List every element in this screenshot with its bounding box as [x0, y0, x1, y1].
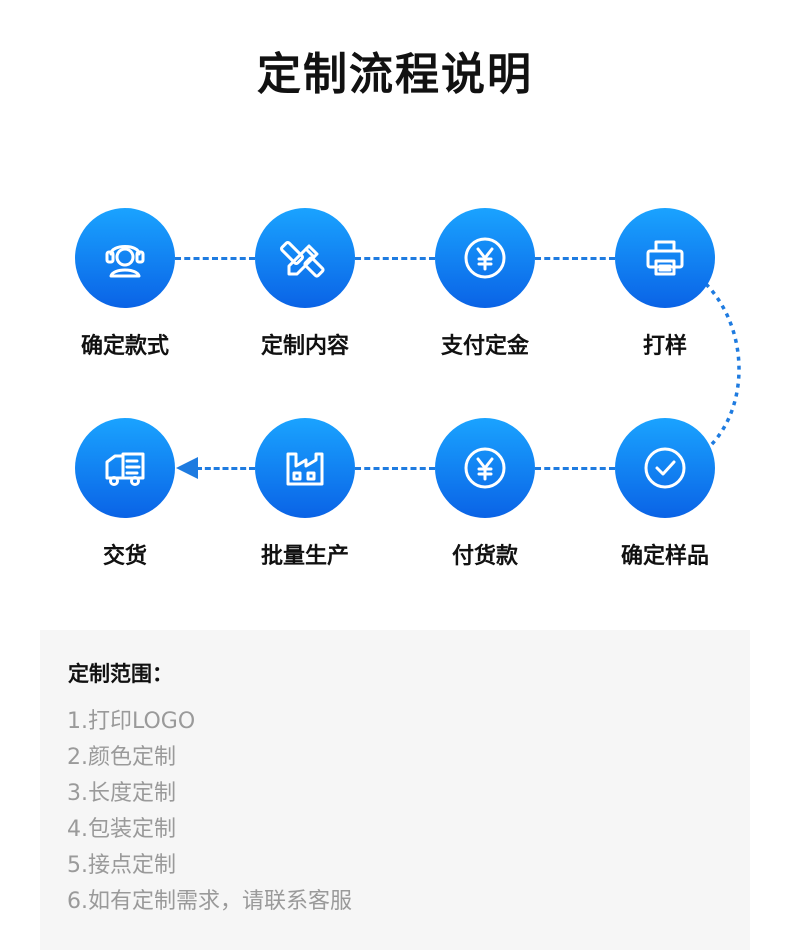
connector-3-4 — [535, 257, 615, 260]
step-8-circle — [75, 418, 175, 518]
step-7-label: 批量生产 — [260, 544, 349, 569]
scope-item: 5.接点定制 — [67, 853, 176, 878]
scope-item: 2.颜色定制 — [67, 745, 176, 770]
connector-1-2 — [175, 257, 255, 260]
step-2-label: 定制内容 — [260, 334, 349, 359]
connector-4-5 — [704, 282, 741, 452]
customer-service-icon — [105, 245, 145, 278]
step-6-circle — [435, 418, 535, 518]
step-8-label: 交货 — [102, 544, 147, 569]
step-1-label: 确定款式 — [80, 334, 169, 359]
scope-title: 定制范围： — [68, 662, 173, 686]
scope-list: 1.打印LOGO 2.颜色定制 3.长度定制 4.包装定制 5.接点定制 6.如… — [67, 704, 352, 920]
process-flow: 确定款式 定制内容 支付定金 打样 — [75, 208, 741, 569]
delivery-truck-icon — [105, 452, 145, 486]
arrow-head — [176, 457, 198, 479]
step-5-circle — [615, 418, 715, 518]
check-circle-icon — [644, 447, 686, 489]
step-3-label: 支付定金 — [440, 334, 529, 359]
step-7-circle — [255, 418, 355, 518]
scope-panel: 定制范围： 1.打印LOGO 2.颜色定制 3.长度定制 4.包装定制 5.接点… — [40, 630, 750, 950]
connector-5-6 — [535, 467, 615, 470]
scope-item: 4.包装定制 — [67, 817, 176, 842]
scope-item: 6.如有定制需求，请联系客服 — [67, 889, 352, 914]
yuan-coin-icon — [464, 237, 506, 279]
step-4-label: 打样 — [642, 334, 687, 359]
connector-2-3 — [355, 257, 435, 260]
factory-icon — [286, 452, 324, 486]
scope-item: 3.长度定制 — [67, 781, 176, 806]
connector-6-7 — [355, 467, 435, 470]
yuan-coin-icon — [464, 447, 506, 489]
connector-7-8 — [196, 467, 255, 470]
step-2-circle — [255, 208, 355, 308]
page-title: 定制流程说明 — [257, 49, 533, 100]
step-6-label: 付货款 — [451, 544, 518, 569]
step-3-circle — [435, 208, 535, 308]
printer-icon — [646, 240, 684, 276]
scope-item: 1.打印LOGO — [67, 709, 196, 734]
step-5-label: 确定样品 — [620, 544, 709, 569]
step-4-circle — [615, 208, 715, 308]
step-1-circle — [75, 208, 175, 308]
pencil-ruler-icon — [280, 241, 325, 278]
